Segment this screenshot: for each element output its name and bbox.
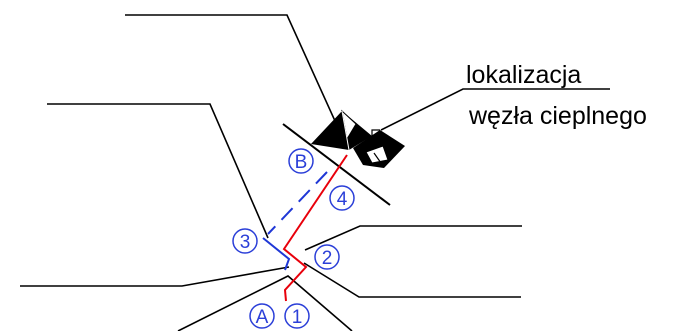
marker-1: 1 [284,303,310,329]
callout-leader [380,88,610,131]
marker-A-label: A [256,307,269,328]
marker-3-circle [232,228,258,254]
boundary-top [125,14,341,133]
marker-2: 2 [314,244,340,270]
callout-line1: lokalizacja [466,61,581,89]
marker-B-circle [288,148,314,174]
boundary-left-upper [47,103,269,239]
marker-A: A [249,303,275,329]
route-red-line [282,154,348,302]
marker-2-circle [314,244,340,270]
marker-1-label: 1 [292,307,303,328]
site-boundary-lines [20,14,522,331]
marker-4-circle [329,185,355,211]
marker-3-label: 3 [240,232,251,253]
marker-B-label: B [295,152,308,173]
marker-4: 4 [329,185,355,211]
boundary-left-lower [20,266,290,287]
marker-B: B [288,148,314,174]
boundary-right-upper [304,225,522,251]
heat-node-symbol [282,109,405,206]
marker-A-circle [249,303,275,329]
marker-3: 3 [232,228,258,254]
callout-line2: węzła cieplnego [468,102,647,130]
marker-2-label: 2 [322,248,333,269]
route-blue-dashed-line [267,171,328,235]
marker-4-label: 4 [337,189,348,210]
route-blue-line [262,237,291,271]
boundary-right-lower [303,262,521,298]
marker-1-circle [284,303,310,329]
boundary-bottom [177,275,353,331]
